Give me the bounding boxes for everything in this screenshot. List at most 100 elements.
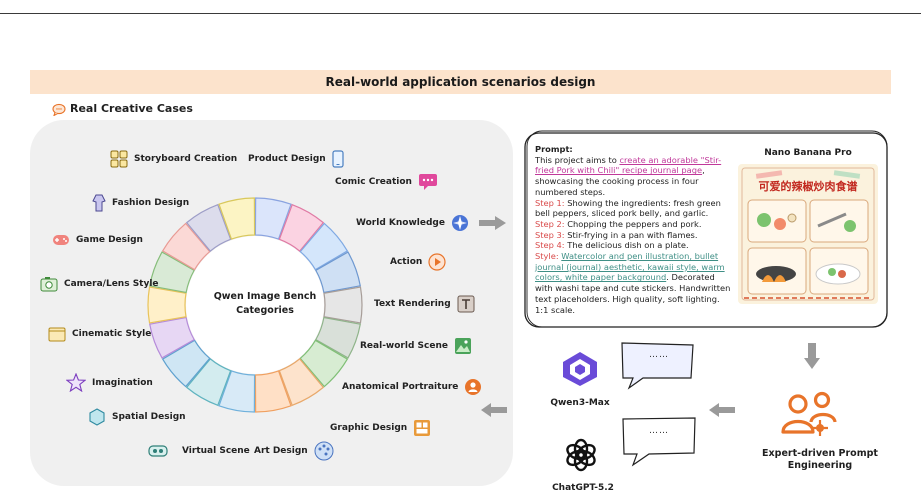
category-art-design: Art Design [254, 441, 334, 461]
step4-text: The delicious dish on a plate. [564, 240, 689, 251]
landscape-image-icon [454, 338, 471, 354]
openai-logo-icon [566, 438, 596, 472]
wheel-segment [299, 222, 349, 271]
wheel-segment [161, 339, 211, 388]
star-icon [66, 373, 86, 392]
category-label: Graphic Design [330, 423, 408, 433]
prompt-intro: This project aims to [535, 154, 620, 165]
step1-text: Showing the ingredients: fresh green bel… [535, 197, 721, 219]
prompt-text: Prompt: This project aims to create an a… [535, 144, 733, 315]
wheel-center-title: Qwen Image Bench Categories [205, 290, 325, 318]
arrow-left-icon [709, 403, 735, 417]
category-spatial-design: Spatial Design [88, 408, 186, 426]
section-title: Real Creative Cases [70, 102, 193, 115]
play-icon [428, 253, 446, 271]
wheel-segment [149, 251, 195, 294]
category-text-rendering: Text Rendering [374, 295, 475, 313]
category-label: World Knowledge [356, 218, 445, 228]
wheel-segment [278, 358, 325, 407]
nano-banana-label: Nano Banana Pro [764, 148, 852, 158]
arrow-left-icon [481, 403, 507, 417]
camera-icon [40, 277, 58, 292]
step2-text: Chopping the peppers and pork. [564, 218, 702, 229]
category-label: Game Design [76, 235, 143, 245]
recipe-illustration [741, 167, 875, 301]
prompt-link-recipe: create an adorable "Stir-fried Pork with… [535, 154, 722, 176]
wheel-title-line1: Qwen Image Bench [213, 291, 317, 302]
category-label: Product Design [248, 154, 326, 164]
section-banner: Real-world application scenarios design [30, 70, 891, 94]
wheel-segment [254, 197, 292, 240]
category-label: Real-world Scene [360, 341, 448, 351]
category-label: Action [390, 257, 423, 267]
expert-label: Expert-driven Prompt Engineering [760, 448, 880, 472]
style-text: . Decorated with washi tape and cute sti… [535, 272, 731, 315]
category-label: Art Design [254, 446, 308, 456]
gamepad-icon [53, 235, 69, 245]
person-icon [465, 379, 482, 395]
category-comic-creation: Comic Creation [335, 173, 438, 191]
category-camera-lens-style: Camera/Lens Style [40, 276, 159, 292]
style-label: Style: [535, 251, 559, 262]
wheel-segment [315, 316, 361, 359]
section-header: Real Creative Cases [52, 100, 193, 118]
category-real-world-scene: Real-world Scene [360, 337, 472, 355]
hexagon-icon [89, 408, 105, 426]
banner-title: Real-world application scenarios design [325, 75, 596, 89]
generated-image: 可爱的辣椒炒肉食谱 [738, 164, 878, 304]
chatgpt-model-label: ChatGPT-5.2 [552, 483, 614, 493]
step4-label: Step 4: [535, 240, 565, 251]
prompt-intro-rest: , showcasing the cooking process in four… [535, 165, 705, 197]
category-product-design: Product Design [248, 150, 344, 168]
category-label: Imagination [92, 377, 153, 388]
category-imagination: Imagination [66, 373, 153, 392]
expert-label-line1: Expert-driven Prompt [762, 448, 878, 459]
shirt-icon [92, 194, 106, 212]
category-world-knowledge: World Knowledge [356, 214, 469, 232]
speech-bubble-icon [418, 174, 437, 190]
category-anatomical-portraiture: Anatomical Portraiture [342, 378, 482, 396]
wheel-segment [218, 370, 256, 413]
step3-label: Step 3: [535, 229, 565, 240]
category-graphic-design: Graphic Design [330, 419, 431, 437]
category-storyboard-creation: Storyboard Creation [110, 150, 237, 168]
qwen-logo-icon [563, 352, 597, 386]
category-label: Anatomical Portraiture [342, 382, 459, 392]
wheel-segment [218, 197, 256, 240]
top-divider [0, 13, 921, 14]
wheel-segment [299, 339, 349, 388]
category-game-design: Game Design [52, 233, 143, 247]
chat-bubble-icon [52, 103, 66, 116]
wheel-center [186, 236, 324, 374]
poster-title: 可爱的辣椒炒肉食谱 [758, 180, 858, 193]
phone-icon [332, 150, 344, 168]
expert-label-line2: Engineering [787, 460, 853, 471]
step3-text: Stir-frying in a pan with flames. [564, 229, 698, 240]
category-label: Camera/Lens Style [64, 279, 159, 289]
wheel-segment [147, 286, 187, 324]
response-bubble [621, 342, 694, 390]
wheel-segment [323, 286, 363, 324]
layout-grid-icon [414, 420, 431, 436]
wheel-segment [315, 251, 361, 294]
wheel-segment [278, 203, 325, 252]
category-action: Action [390, 253, 446, 271]
text-icon [457, 295, 475, 313]
qwen-model-label: Qwen3-Max [550, 398, 610, 408]
step1-label: Step 1: [535, 197, 565, 208]
people-icon [781, 391, 837, 436]
wheel-title-line2: Categories [236, 305, 294, 316]
wheel-segment [185, 203, 232, 252]
category-fashion-design: Fashion Design [92, 194, 189, 212]
prompt-label: Prompt: [535, 144, 573, 154]
wheel-segment [185, 358, 232, 407]
bubble-text: …… [649, 426, 669, 436]
style-link: Watercolor and pen illustration, bullet … [535, 251, 725, 283]
category-virtual-scene: Virtual Scene [148, 444, 250, 458]
category-wheel [147, 197, 363, 413]
vr-goggles-icon [148, 445, 168, 457]
response-bubble [622, 417, 696, 467]
wheel-segment [254, 370, 292, 413]
wheel-segment [161, 222, 211, 271]
category-label: Spatial Design [112, 412, 186, 422]
